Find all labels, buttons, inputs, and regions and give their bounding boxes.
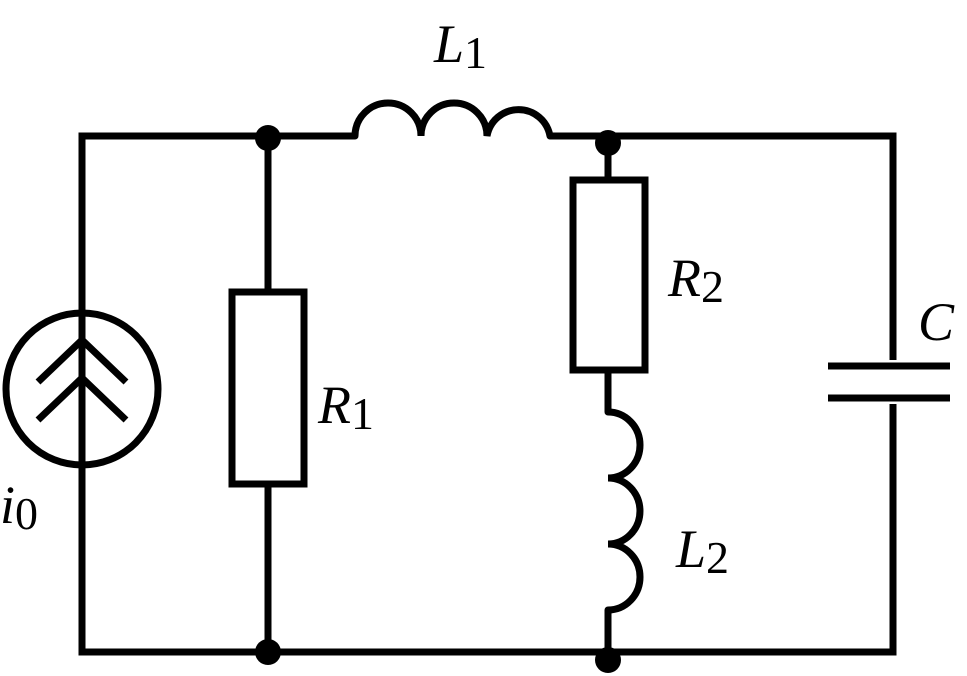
label-l1: L1 — [433, 14, 487, 78]
current-source-chevron-upper — [35, 335, 129, 385]
wires — [78, 132, 897, 660]
inductor-l1 — [351, 99, 554, 140]
node-top-left — [255, 125, 281, 151]
junction-nodes — [255, 125, 621, 673]
current-source-chevron-lower — [35, 373, 129, 423]
label-source: i0 — [0, 475, 38, 539]
label-c: C — [918, 292, 955, 352]
wire-bottom — [78, 404, 897, 656]
node-top-right — [595, 130, 621, 156]
label-r1: R1 — [317, 375, 374, 439]
label-r2: R2 — [667, 248, 724, 312]
capacitor-c — [828, 362, 950, 402]
node-bottom-left — [255, 639, 281, 665]
resistor-r2 — [569, 176, 649, 374]
current-source — [2, 309, 162, 469]
inductor-l2 — [604, 408, 644, 614]
wire-top-right — [550, 132, 897, 360]
resistor-r1 — [228, 288, 308, 488]
node-bottom-right — [595, 647, 621, 673]
wire-top-left — [78, 132, 355, 313]
label-l2: L2 — [675, 519, 729, 583]
